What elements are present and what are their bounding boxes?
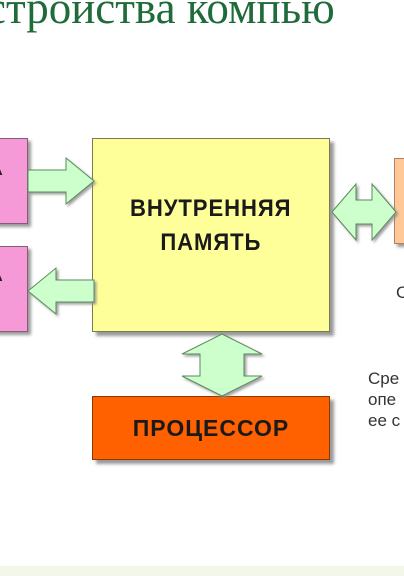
arrow-memory-processor-bidirectional <box>181 333 263 397</box>
arrow-memory-storage-bidirectional <box>331 182 397 242</box>
arrow-memory-to-output <box>27 266 95 316</box>
note-line-3: ее с <box>368 411 401 430</box>
memory-label-line2: ПАМЯТЬ <box>160 229 262 256</box>
slide-bottom-strip <box>0 566 404 576</box>
output-device-label: А <box>0 259 2 285</box>
memory-label-line1: ВНУТРЕННЯЯ <box>130 195 292 222</box>
internal-memory-box: ВНУТРЕННЯЯ ПАМЯТЬ <box>92 138 330 332</box>
output-device-box: А <box>0 246 28 332</box>
slide-title: стройства компью <box>0 0 335 33</box>
storage-caption-fragment: С <box>396 283 404 302</box>
processor-label: ПРОЦЕССОР <box>132 414 290 441</box>
input-device-box: А <box>0 138 28 224</box>
note-line-1: Сре <box>368 369 400 388</box>
input-device-label: А <box>0 153 2 179</box>
processor-box: ПРОЦЕССОР <box>92 396 330 460</box>
external-storage-box <box>394 158 404 244</box>
note-line-2: опе <box>368 390 397 409</box>
arrow-input-to-memory <box>27 156 95 206</box>
